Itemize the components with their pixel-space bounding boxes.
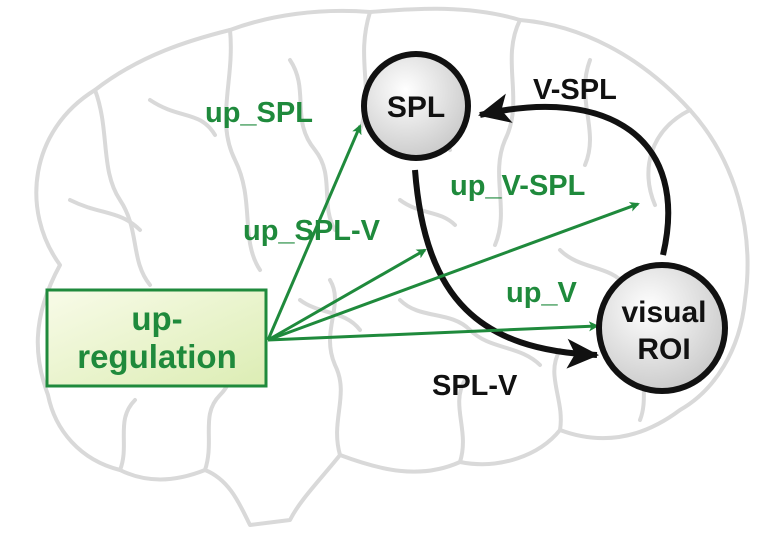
label-v-spl: V-SPL [533, 74, 617, 106]
upregulation-label-line2: regulation [77, 338, 237, 375]
upregulation-box: up- regulation [45, 288, 268, 388]
label-spl-v: SPL-V [432, 370, 518, 402]
arrow-up-v-spl [267, 202, 640, 342]
arrow-up-spl [266, 124, 362, 341]
spl-node-label: SPL [387, 91, 445, 124]
visual-roi-label-line2: ROI [637, 333, 690, 366]
label-up-spl-v: up_SPL-V [243, 215, 381, 247]
visual-roi-node: visual ROI [596, 262, 728, 394]
label-up-spl: up_SPL [205, 97, 313, 129]
label-up-v: up_V [506, 277, 578, 309]
arrow-spl-v [412, 169, 599, 369]
arrow-v-spl [478, 93, 672, 256]
arrow-up-v [267, 321, 599, 342]
arrow-up-spl-v [267, 248, 427, 342]
spl-node: SPL [361, 51, 471, 161]
visual-roi-label-line1: visual [621, 296, 706, 329]
label-up-v-spl: up_V-SPL [450, 170, 585, 202]
upregulation-label-line1: up- [131, 300, 182, 337]
